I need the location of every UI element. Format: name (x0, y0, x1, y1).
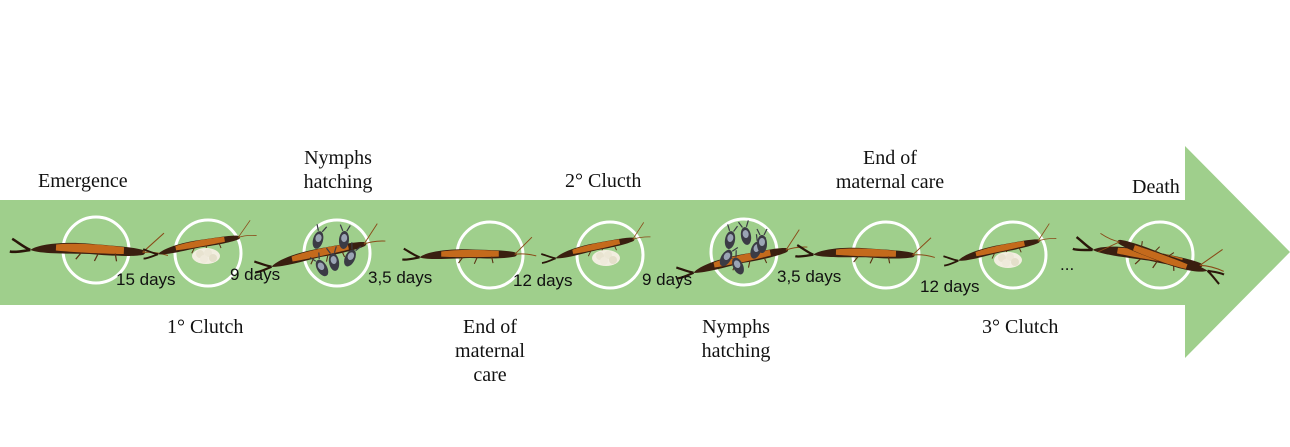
interval-label: 3,5 days (777, 267, 841, 286)
stage-label-second-clutch: 2° Clucth (565, 170, 641, 192)
svg-text:maternal care: maternal care (836, 171, 944, 193)
stage-label-third-clutch: 3° Clutch (982, 316, 1058, 338)
stage-label-end-maternal-care-1: End of maternal care (455, 316, 525, 386)
stage-label-nymphs-hatching-2: Nymphs hatching (702, 316, 771, 362)
stage-label-end-maternal-care-2: End of maternal care (836, 147, 944, 193)
svg-text:Nymphs: Nymphs (304, 147, 372, 169)
svg-text:maternal: maternal (455, 340, 525, 362)
stage-label-nymphs-hatching-1: Nymphs hatching (304, 147, 373, 193)
svg-text:hatching: hatching (702, 340, 771, 362)
interval-label: 12 days (513, 271, 573, 290)
continuation-ellipsis: ... (1060, 255, 1074, 274)
interval-label: 3,5 days (368, 268, 432, 287)
svg-text:hatching: hatching (304, 171, 373, 193)
svg-text:End of: End of (863, 147, 917, 169)
stage-label-emergence: Emergence (38, 170, 128, 192)
interval-label: 15 days (116, 270, 176, 289)
interval-label: 12 days (920, 277, 980, 296)
interval-label: 9 days (230, 265, 280, 284)
svg-text:Nymphs: Nymphs (702, 316, 770, 338)
svg-text:End of: End of (463, 316, 517, 338)
interval-label: 9 days (642, 270, 692, 289)
svg-text:care: care (473, 364, 506, 386)
stage-label-first-clutch: 1° Clutch (167, 316, 243, 338)
stage-label-death: Death (1132, 176, 1180, 198)
